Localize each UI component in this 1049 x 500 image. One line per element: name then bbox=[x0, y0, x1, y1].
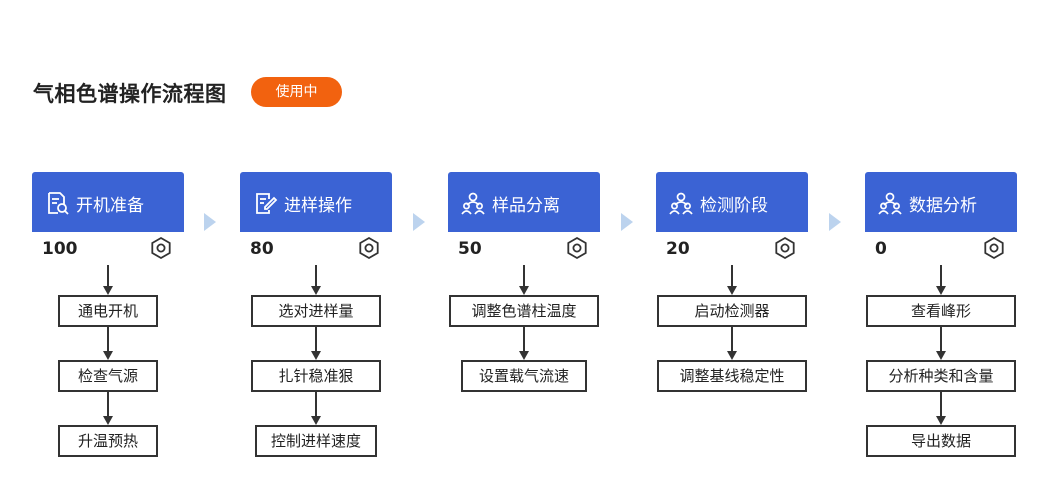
process-step: 调整色谱柱温度 bbox=[449, 295, 599, 327]
stage-score: 80 bbox=[250, 239, 274, 259]
stage-header: 检测阶段 bbox=[656, 172, 808, 232]
arrow-head bbox=[311, 286, 321, 295]
stage-score: 0 bbox=[875, 239, 887, 259]
stage-label: 开机准备 bbox=[76, 196, 144, 216]
stage-header: 样品分离 bbox=[448, 172, 600, 232]
connector-line bbox=[940, 327, 942, 352]
arrow-head bbox=[311, 416, 321, 425]
arrow-head bbox=[936, 286, 946, 295]
process-step: 分析种类和含量 bbox=[866, 360, 1016, 392]
connector-line bbox=[940, 265, 942, 287]
process-step: 导出数据 bbox=[866, 425, 1016, 457]
connector-line bbox=[940, 392, 942, 417]
stage-label: 进样操作 bbox=[284, 196, 352, 216]
connector-line bbox=[731, 265, 733, 287]
stage-label: 样品分离 bbox=[492, 196, 560, 216]
arrow-head bbox=[311, 351, 321, 360]
process-step: 扎针稳准狠 bbox=[251, 360, 381, 392]
page-title: 气相色谱操作流程图 bbox=[33, 82, 227, 106]
process-step: 选对进样量 bbox=[251, 295, 381, 327]
edit-document-icon bbox=[252, 190, 278, 216]
stage-column: 开机准备 100 通电开机检查气源升温预热 bbox=[32, 172, 184, 472]
arrow-head bbox=[519, 286, 529, 295]
settings-hexagon-icon[interactable] bbox=[982, 236, 1006, 260]
stage-label: 检测阶段 bbox=[700, 196, 768, 216]
user-group-icon bbox=[460, 190, 486, 216]
stage-column: 样品分离 50 调整色谱柱温度设置载气流速 bbox=[448, 172, 600, 472]
stage-score: 20 bbox=[666, 239, 690, 259]
process-step: 启动检测器 bbox=[657, 295, 807, 327]
settings-hexagon-icon[interactable] bbox=[565, 236, 589, 260]
arrow-head bbox=[936, 416, 946, 425]
process-step: 调整基线稳定性 bbox=[657, 360, 807, 392]
connector-line bbox=[315, 392, 317, 417]
status-badge: 使用中 bbox=[251, 77, 342, 107]
process-step: 查看峰形 bbox=[866, 295, 1016, 327]
connector-line bbox=[107, 392, 109, 417]
stage-column: 数据分析 0 查看峰形分析种类和含量导出数据 bbox=[865, 172, 1017, 472]
arrow-head bbox=[727, 286, 737, 295]
settings-hexagon-icon[interactable] bbox=[149, 236, 173, 260]
process-step: 升温预热 bbox=[58, 425, 158, 457]
stage-column: 进样操作 80 选对进样量扎针稳准狠控制进样速度 bbox=[240, 172, 392, 472]
process-step: 控制进样速度 bbox=[255, 425, 377, 457]
process-step: 通电开机 bbox=[58, 295, 158, 327]
flow-chevron-arrow bbox=[621, 213, 633, 231]
stage-label: 数据分析 bbox=[909, 196, 977, 216]
stage-header: 进样操作 bbox=[240, 172, 392, 232]
arrow-head bbox=[103, 286, 113, 295]
stage-score: 100 bbox=[42, 239, 78, 259]
user-group-icon bbox=[877, 190, 903, 216]
flow-chevron-arrow bbox=[204, 213, 216, 231]
flow-chevron-arrow bbox=[829, 213, 841, 231]
arrow-head bbox=[936, 351, 946, 360]
stage-header: 开机准备 bbox=[32, 172, 184, 232]
stage-score: 50 bbox=[458, 239, 482, 259]
arrow-head bbox=[103, 351, 113, 360]
settings-hexagon-icon[interactable] bbox=[773, 236, 797, 260]
arrow-head bbox=[727, 351, 737, 360]
connector-line bbox=[523, 327, 525, 352]
connector-line bbox=[315, 327, 317, 352]
connector-line bbox=[107, 265, 109, 287]
stage-column: 检测阶段 20 启动检测器调整基线稳定性 bbox=[656, 172, 808, 472]
process-step: 设置载气流速 bbox=[461, 360, 587, 392]
connector-line bbox=[731, 327, 733, 352]
user-group-icon bbox=[668, 190, 694, 216]
flow-chevron-arrow bbox=[413, 213, 425, 231]
connector-line bbox=[315, 265, 317, 287]
search-document-icon bbox=[44, 190, 70, 216]
arrow-head bbox=[519, 351, 529, 360]
process-step: 检查气源 bbox=[58, 360, 158, 392]
connector-line bbox=[107, 327, 109, 352]
arrow-head bbox=[103, 416, 113, 425]
settings-hexagon-icon[interactable] bbox=[357, 236, 381, 260]
stage-header: 数据分析 bbox=[865, 172, 1017, 232]
connector-line bbox=[523, 265, 525, 287]
